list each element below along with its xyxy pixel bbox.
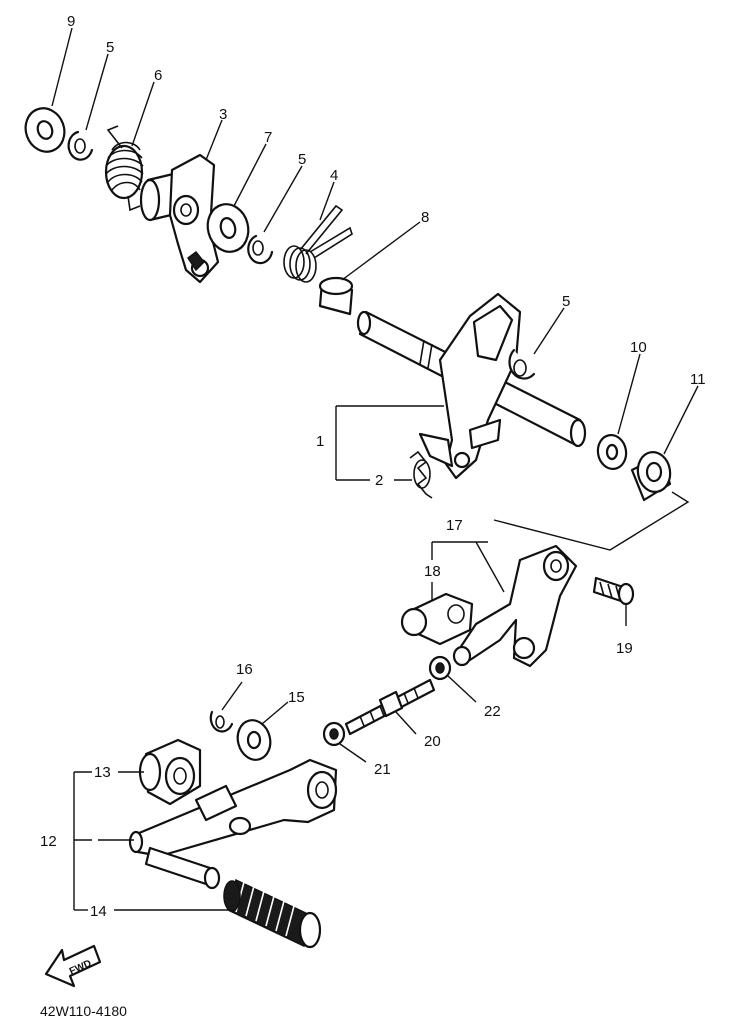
callout-4: 4 <box>330 167 338 184</box>
drawing-code: 42W110-4180 <box>40 1003 127 1019</box>
callout-20: 20 <box>424 733 441 750</box>
part-17-linkage <box>452 544 578 668</box>
part-20-adjust-rod <box>344 678 436 736</box>
callout-5-a: 5 <box>106 39 114 56</box>
callout-21: 21 <box>374 761 391 778</box>
callout-8: 8 <box>421 209 429 226</box>
callout-14: 14 <box>90 903 107 920</box>
callout-19: 19 <box>616 640 633 657</box>
part-22-nut <box>428 655 452 681</box>
fwd-arrow-icon: FWD <box>44 944 102 988</box>
callout-9: 9 <box>67 13 75 30</box>
part-3-shift-arm <box>139 153 220 284</box>
callout-13: 13 <box>94 764 111 781</box>
callout-15: 15 <box>288 689 305 706</box>
callout-16: 16 <box>236 661 253 678</box>
callout-5-b: 5 <box>298 151 306 168</box>
part-12-shift-lever <box>128 758 338 890</box>
part-16-circlip <box>209 710 234 733</box>
callout-12: 12 <box>40 833 57 850</box>
part-18-joint <box>400 592 474 646</box>
part-13-bushing <box>138 738 202 806</box>
part-6-spring <box>104 125 144 212</box>
callout-1: 1 <box>316 433 324 450</box>
part-5-circlip-a <box>67 130 94 161</box>
part-8-collar <box>318 276 354 316</box>
callout-labels: 9 5 6 3 7 5 4 8 5 10 11 1 2 17 18 19 16 … <box>40 13 706 920</box>
callout-11: 11 <box>690 371 706 388</box>
part-2-spring <box>409 450 433 499</box>
part-7-washer <box>206 203 250 253</box>
callout-3: 3 <box>219 106 227 123</box>
part-5-circlip-b <box>247 234 274 265</box>
part-15-washer <box>236 719 272 761</box>
part-11-oil-seal <box>630 451 672 502</box>
callout-7: 7 <box>264 129 272 146</box>
callout-6: 6 <box>154 67 162 84</box>
part-14-foot-rubber <box>223 878 322 949</box>
part-1-shift-shaft <box>356 292 587 480</box>
part-19-bolt <box>592 576 635 606</box>
part-9-washer <box>24 107 66 153</box>
callout-2: 2 <box>375 472 383 489</box>
part-10-washer <box>596 433 628 471</box>
callout-18: 18 <box>424 563 441 580</box>
callout-22: 22 <box>484 703 501 720</box>
callout-5-c: 5 <box>562 293 570 310</box>
callout-10: 10 <box>630 339 647 356</box>
part-4-spring <box>283 204 353 283</box>
leader-lines <box>51 27 699 911</box>
part-21-nut <box>322 721 346 747</box>
part-5-circlip-c <box>508 348 536 380</box>
callout-17: 17 <box>446 517 463 534</box>
